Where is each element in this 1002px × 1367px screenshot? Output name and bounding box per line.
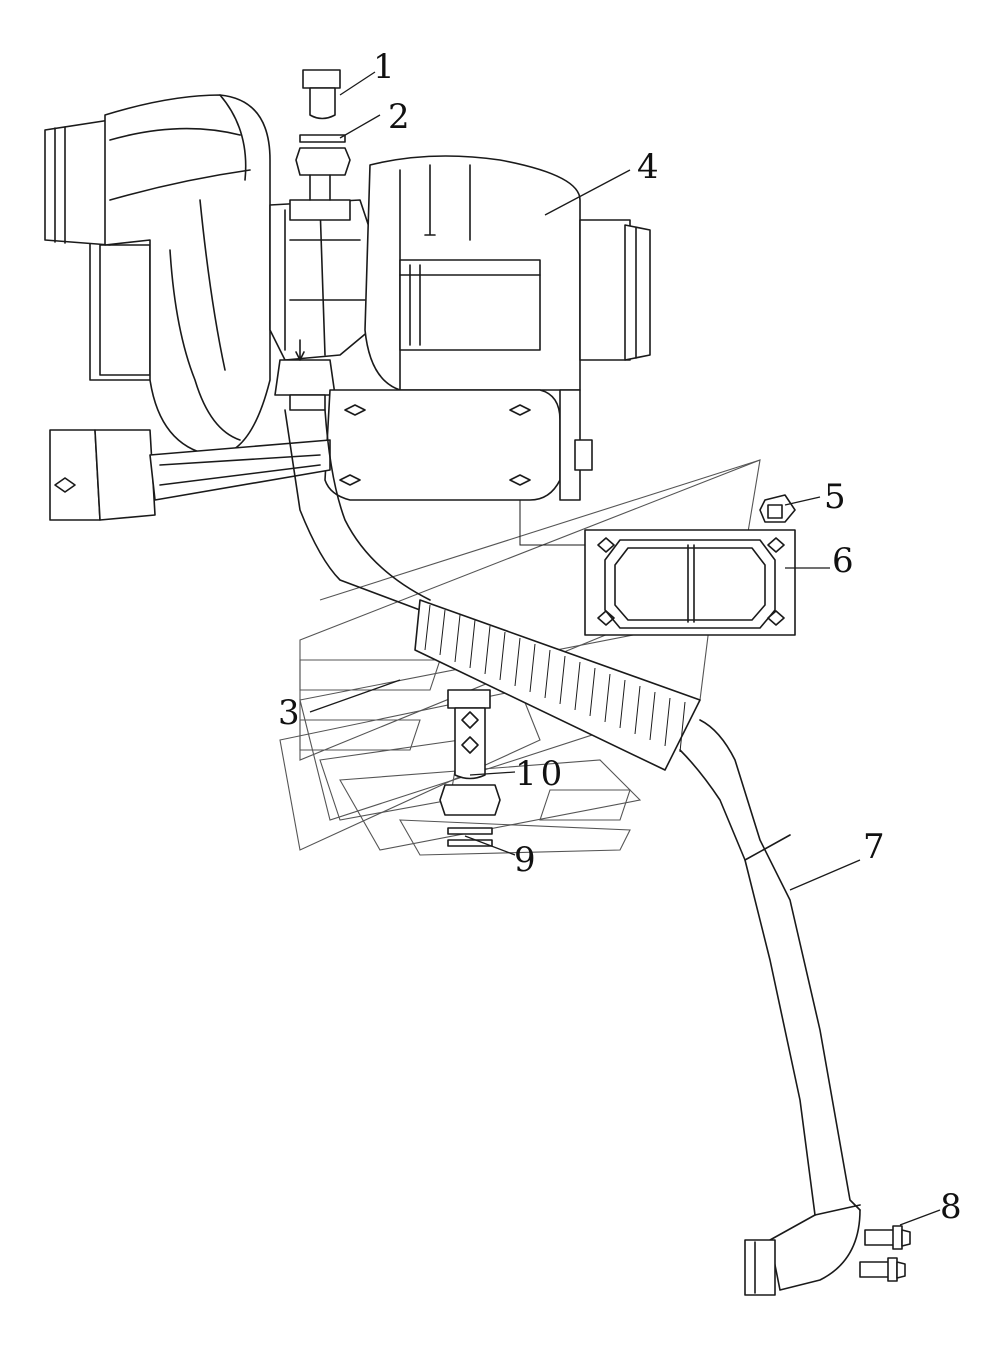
part-6-gasket xyxy=(519,500,796,636)
callout-9: 9 xyxy=(514,840,536,880)
callout-7: 7 xyxy=(863,827,885,867)
callout-5: 5 xyxy=(824,477,846,517)
callout-6: 6 xyxy=(832,541,854,581)
part-7-drain-tube xyxy=(679,719,861,1296)
callout-1: 1 xyxy=(373,47,395,87)
part-2-sealing-washer xyxy=(295,134,351,201)
callout-3: 3 xyxy=(278,693,300,733)
part-1-banjo-bolt xyxy=(302,69,341,120)
leader-lines xyxy=(309,71,941,1226)
callout-2: 2 xyxy=(388,97,410,137)
part-5-nut xyxy=(759,494,796,523)
part-10-banjo-bolt xyxy=(439,689,501,816)
turbocharger xyxy=(44,94,651,521)
part-3-oil-drain-pipe xyxy=(284,409,701,771)
callout-4: 4 xyxy=(637,147,659,187)
callout-8: 8 xyxy=(940,1187,962,1227)
callout-10: 10 xyxy=(515,754,567,794)
part-8-bolts xyxy=(859,1225,911,1282)
